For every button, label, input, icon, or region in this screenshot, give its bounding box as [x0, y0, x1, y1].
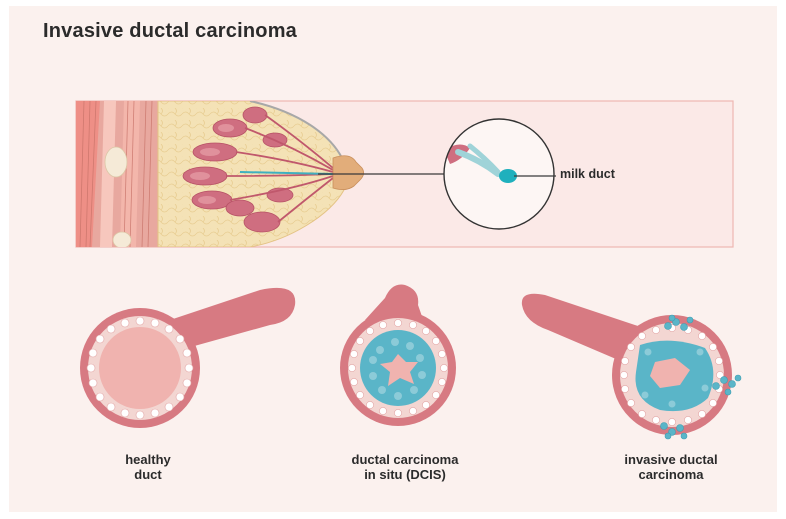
healthy-duct-illustration — [80, 288, 295, 428]
invasive-duct-illustration — [522, 294, 741, 439]
caption-line: healthy — [68, 452, 228, 467]
caption-line: duct — [68, 467, 228, 482]
invasive-caption: invasive ductal carcinoma — [591, 452, 751, 482]
milk-duct-label: milk duct — [560, 167, 615, 181]
dcis-illustration — [340, 285, 456, 426]
caption-line: in situ (DCIS) — [325, 467, 485, 482]
magnified-milk-duct — [444, 119, 556, 229]
caption-line: invasive ductal — [591, 452, 751, 467]
caption-line: ductal carcinoma — [325, 452, 485, 467]
breast-cross-section — [76, 101, 733, 248]
caption-line: carcinoma — [591, 467, 751, 482]
dcis-caption: ductal carcinoma in situ (DCIS) — [325, 452, 485, 482]
healthy-duct-caption: healthy duct — [68, 452, 228, 482]
